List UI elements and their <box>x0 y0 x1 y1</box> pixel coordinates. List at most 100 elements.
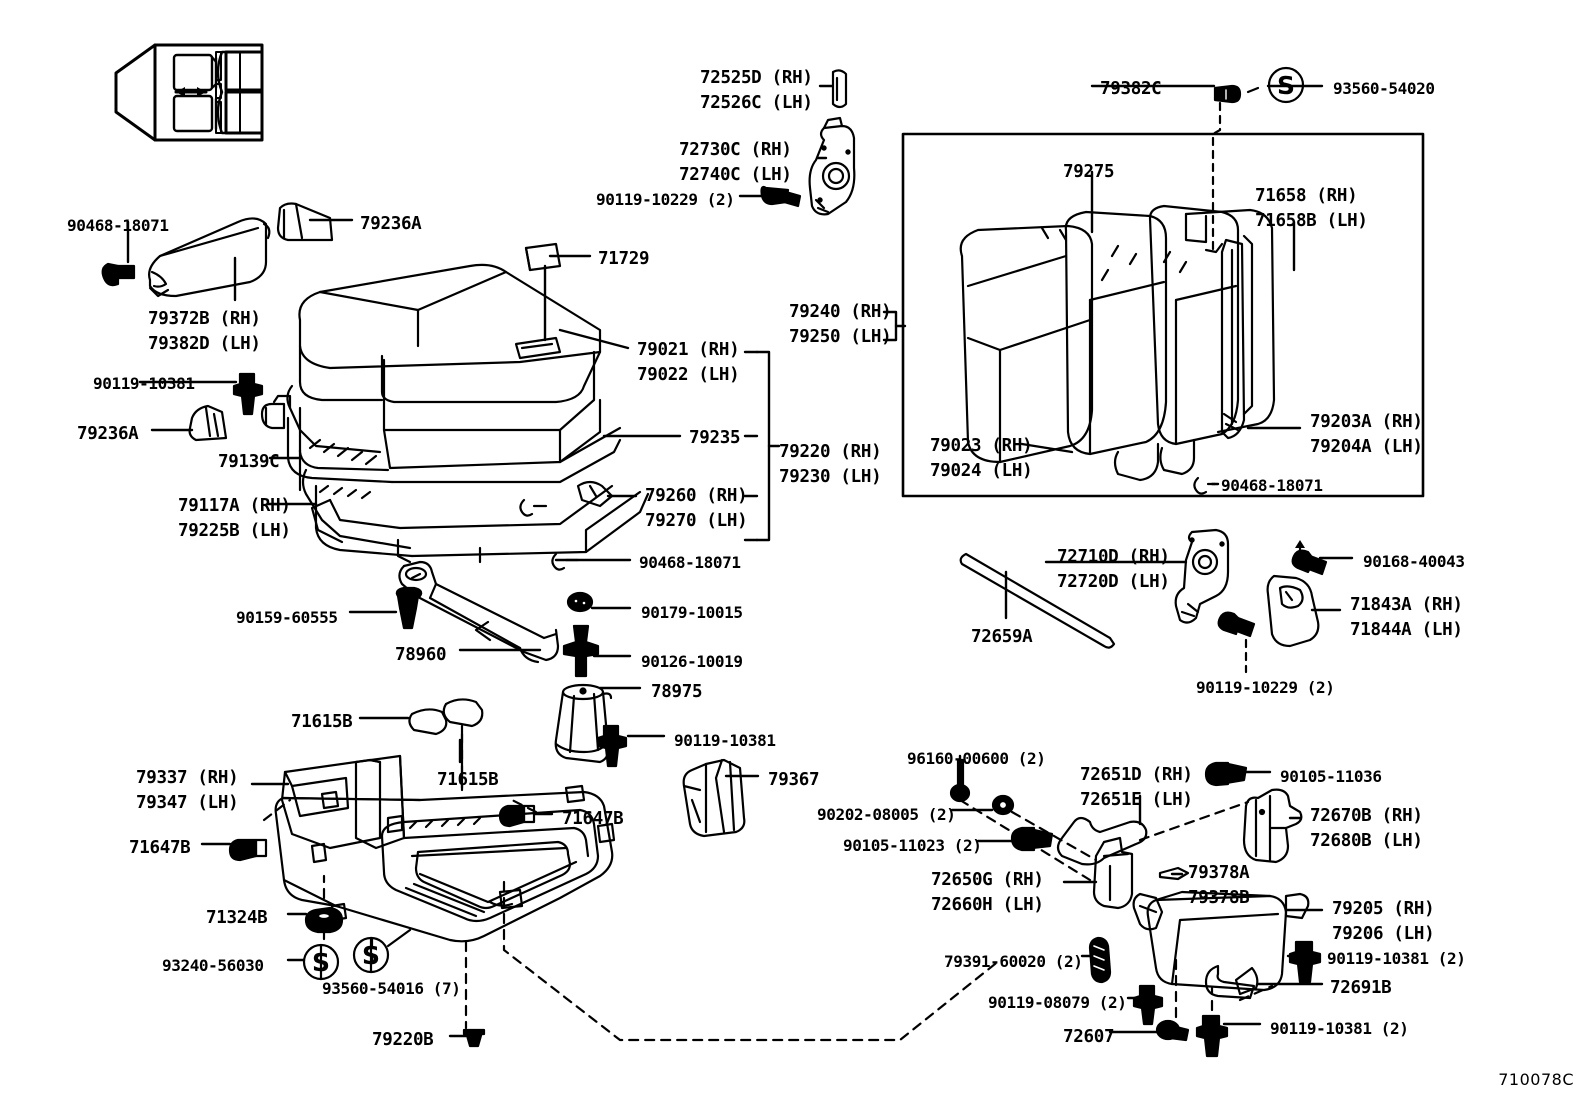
part-label-l47: 90202-08005 (2) <box>817 805 956 824</box>
part-label-l17: 79236A <box>77 424 139 444</box>
part-label-l34: 71647B <box>562 809 624 829</box>
part-label-l35: 71647B <box>129 838 191 858</box>
part-label-l40: 79367 <box>768 770 820 790</box>
bracket-78975 <box>554 683 613 764</box>
clip-79391-60020 <box>1088 936 1112 984</box>
part-label-l45: 90119-10229 (2) <box>1196 678 1335 697</box>
part-label-l10: 79275 <box>1063 162 1115 182</box>
part-label-l25: 90159-60555 <box>236 608 338 627</box>
part-label-l59: 72607 <box>1063 1027 1115 1047</box>
bolt-90105-11036 <box>1204 761 1248 787</box>
part-label-l06: 72730C (RH) 72740C (LH) <box>679 140 792 185</box>
part-label-l24: 79220 (RH) 79230 (LH) <box>779 442 882 487</box>
part-label-l57: 79391-60020 (2) <box>944 952 1083 971</box>
nut-90179-10015 <box>566 591 594 613</box>
grommet-71647B-left <box>228 838 268 862</box>
part-label-l54: 79205 (RH) 79206 (LH) <box>1332 899 1435 944</box>
part-label-l01: 90468-18071 <box>67 216 169 235</box>
hook-72651D <box>1056 816 1148 866</box>
screw-90168-40043 <box>1291 549 1328 576</box>
bolt-90119-08079 <box>1132 984 1164 1026</box>
seat-cushion-assembly <box>260 263 650 564</box>
part-label-l16: 90119-10381 <box>93 374 195 393</box>
part-label-l36: 71324B <box>206 908 268 928</box>
part-label-l43: 90168-40043 <box>1363 552 1465 571</box>
bolt-90119-10381-left <box>232 372 264 416</box>
part-label-l28: 90126-10019 <box>641 652 743 671</box>
symbol-s-3: S <box>362 941 380 970</box>
cap-79236A-top <box>276 202 334 242</box>
screw-90468-18071-left <box>101 262 136 287</box>
symbol-s-2: S <box>312 948 330 977</box>
part-label-l48: 90105-11023 (2) <box>843 836 982 855</box>
part-label-l11: 71658 (RH) 71658B (LH) <box>1255 186 1368 231</box>
part-label-l50: 90105-11036 <box>1280 767 1382 786</box>
part-label-l41: 72710D (RH) 72720D (LH) <box>1057 547 1170 592</box>
part-label-l37: 93240-56030 <box>162 956 264 975</box>
bolt-90159-60555 <box>395 586 423 630</box>
bolt-90126-10019 <box>562 624 600 678</box>
washer-90202-08005 <box>991 794 1015 816</box>
part-label-l07: 90119-10229 (2) <box>596 190 735 209</box>
part-label-l56: 72691B <box>1330 978 1392 998</box>
part-label-l20: 79021 (RH) 79022 (LH) <box>637 340 740 385</box>
part-label-l55: 90119-10381 (2) <box>1327 949 1466 968</box>
striker-72670B <box>1242 788 1303 864</box>
symbol-s-1: S <box>1277 71 1295 100</box>
service-symbols <box>302 66 1305 981</box>
leader-79382C-dashed <box>1211 101 1222 252</box>
part-label-l02: 79236A <box>360 214 422 234</box>
part-label-l49: 72651D (RH) 72651E (LH) <box>1080 765 1193 810</box>
part-label-l30: 90119-10381 <box>674 731 776 750</box>
block-71729 <box>524 242 562 272</box>
bolt-90119-10229-upper <box>760 185 802 208</box>
diagram-code: 710078C <box>1498 1070 1574 1089</box>
bolt-90119-10381-right <box>1288 940 1322 984</box>
bracket-72650G <box>1092 836 1134 910</box>
dash-71647B-left <box>262 798 292 822</box>
part-label-l26: 78960 <box>395 645 447 665</box>
dash-71647B-right <box>510 798 538 814</box>
part-label-l29: 78975 <box>651 682 703 702</box>
cap-79236A-lower <box>188 404 228 442</box>
part-label-l14: 79023 (RH) 79024 (LH) <box>930 436 1033 481</box>
part-label-l44: 71843A (RH) 71844A (LH) <box>1350 595 1463 640</box>
part-label-l38: 93560-54016 (7) <box>322 979 461 998</box>
hook-90468-18071-mid <box>551 552 580 571</box>
hook-72691B <box>1204 964 1256 1000</box>
cover-79367 <box>682 758 746 838</box>
part-label-l33: 79337 (RH) 79347 (LH) <box>136 768 239 813</box>
part-label-l53: 79378A 79378B <box>1188 863 1250 908</box>
part-label-l23: 90468-18071 <box>639 553 741 572</box>
plug-79220B <box>462 1028 486 1048</box>
grommet-71647B-right <box>498 804 536 828</box>
pin-72525D <box>831 69 848 109</box>
part-label-l09: 93560-54020 <box>1333 79 1435 98</box>
part-label-l39: 79220B <box>372 1030 434 1050</box>
part-label-l08: 79382C <box>1100 79 1162 99</box>
part-label-l12: 79240 (RH) 79250 (LH) <box>789 302 892 347</box>
part-label-l27: 90179-10015 <box>641 603 743 622</box>
bolt-90119-10229-lower <box>1217 611 1256 638</box>
bolt-90119-10381-mid <box>596 724 628 768</box>
hook-90468-18071-cushion <box>519 498 548 517</box>
part-label-l58: 90119-08079 (2) <box>988 993 1127 1012</box>
bracket-72730C <box>808 116 856 216</box>
part-label-l51: 72670B (RH) 72680B (LH) <box>1310 806 1423 851</box>
nut-72607 <box>1155 1019 1190 1042</box>
part-label-l42: 72659A <box>971 627 1033 647</box>
part-label-l32: 71615B <box>437 770 499 790</box>
clip-71615B-a <box>408 708 448 736</box>
part-label-l46: 96160-00600 (2) <box>907 749 1046 768</box>
part-label-l21: 79235 <box>689 428 741 448</box>
dash-72691B <box>1238 984 1274 1002</box>
bracket-72710D <box>1174 528 1230 624</box>
part-label-l03: 79372B (RH) 79382D (LH) <box>148 309 261 354</box>
part-label-l52: 72650G (RH) 72660H (LH) <box>931 870 1044 915</box>
clip-79378A <box>1158 866 1190 881</box>
knob-71843A <box>1266 574 1320 648</box>
part-label-l60: 90119-10381 (2) <box>1270 1019 1409 1038</box>
dash-90202 <box>1010 810 1098 862</box>
part-label-l22: 79260 (RH) 79270 (LH) <box>645 486 748 531</box>
